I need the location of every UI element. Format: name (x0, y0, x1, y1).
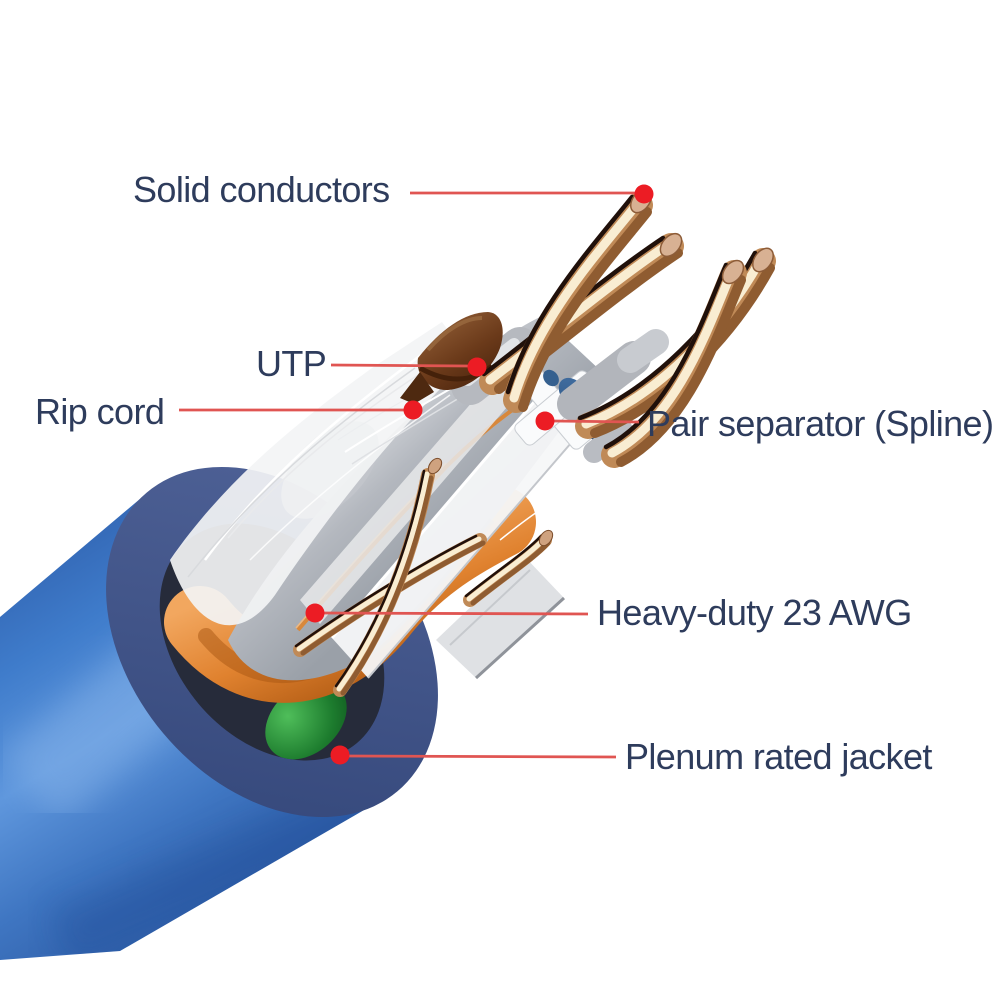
callout-line-heavy-duty (323, 611, 589, 616)
label-pair-separator: Pair separator (Spline) (647, 403, 994, 444)
callout-line-pair-separator (553, 419, 640, 424)
callout-lines (179, 191, 640, 759)
label-heavy-duty-23-awg: Heavy-duty 23 AWG (597, 592, 912, 633)
callout-dot-pair-separator (535, 411, 555, 431)
callout-line-utp (330, 363, 469, 368)
callout-line-plenum-jacket (348, 754, 617, 759)
label-utp: UTP (256, 343, 327, 384)
channel-copper-pair (296, 457, 554, 693)
callout-dot-utp (467, 357, 487, 377)
label-plenum-rated-jacket: Plenum rated jacket (625, 736, 932, 777)
callout-dot-solid-conductors (634, 184, 654, 204)
label-rip-cord: Rip cord (35, 391, 165, 432)
callout-dots (305, 184, 654, 765)
callout-dot-rip-cord (403, 400, 423, 420)
label-solid-conductors: Solid conductors (133, 169, 390, 210)
wrap-sheet (170, 322, 470, 626)
callout-dot-heavy-duty (305, 603, 325, 623)
callout-dot-plenum-jacket (330, 745, 350, 765)
